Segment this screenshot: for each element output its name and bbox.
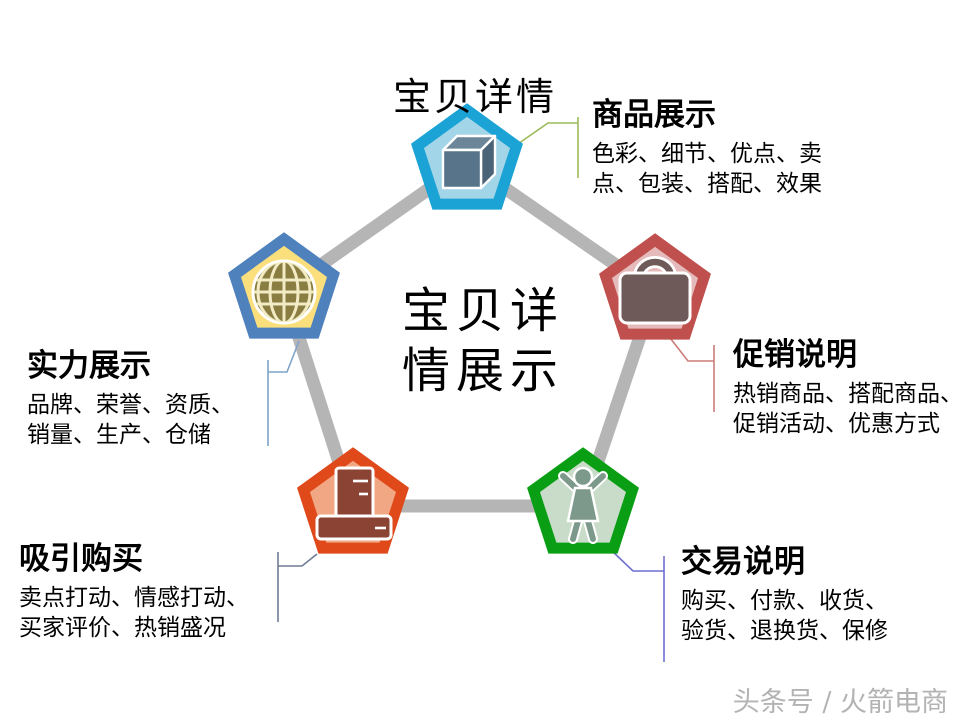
globe-icon <box>251 259 317 325</box>
center-label: 宝贝详 情展示 <box>368 281 598 401</box>
pentagon-promotion-notes <box>599 233 711 340</box>
watermark: 头条号 / 火箭电商 <box>732 687 948 718</box>
person-icon <box>558 466 608 544</box>
node-desc-line: 销量、生产、仓储 <box>27 422 211 448</box>
node-heading: 商品展示 <box>592 97 716 133</box>
callout-line-transaction-notes <box>610 549 665 662</box>
callout-line-promotion-notes <box>666 333 715 412</box>
node-desc-line: 买家评价、热销盛况 <box>19 615 226 641</box>
center-label-line1: 宝贝详 <box>401 283 564 339</box>
center-label-line2: 情展示 <box>401 343 564 399</box>
node-desc-line: 点、包装、搭配、效果 <box>592 171 822 197</box>
node-heading: 实力展示 <box>27 348 151 384</box>
callout-line-attract-purchase <box>277 552 318 622</box>
node-desc-line: 色彩、细节、优点、卖 <box>592 141 822 167</box>
node-desc-line: 品牌、荣誉、资质、 <box>27 392 234 418</box>
node-desc-line: 卖点打动、情感打动、 <box>19 585 249 611</box>
node-desc-line: 验货、退换货、保修 <box>681 618 888 644</box>
node-desc-line: 促销活动、优惠方式 <box>733 411 940 437</box>
callout-line-product-display <box>514 117 579 178</box>
node-heading: 促销说明 <box>733 337 857 373</box>
node-desc-line: 购买、付款、收货、 <box>681 588 888 614</box>
label-product-display: 商品展示 色彩、细节、优点、卖 点、包装、搭配、效果 <box>592 97 822 199</box>
label-promotion-notes: 促销说明 热销商品、搭配商品、 促销活动、优惠方式 <box>733 337 960 439</box>
pentagon-strength-display <box>228 232 340 339</box>
callout-line-strength-display <box>267 340 300 446</box>
label-attract-purchase: 吸引购买 卖点打动、情感打动、 买家评价、热销盛况 <box>19 541 249 643</box>
pentagon-transaction-notes <box>527 447 639 554</box>
pentagon-attract-purchase <box>297 447 409 554</box>
briefcase-icon <box>618 256 692 325</box>
node-heading: 交易说明 <box>681 544 805 580</box>
pentagon-product-display <box>411 103 523 210</box>
label-transaction-notes: 交易说明 购买、付款、收货、 验货、退换货、保修 <box>681 544 888 646</box>
diagram-title: 宝贝详情 <box>393 75 558 119</box>
desktop-icon <box>315 466 393 541</box>
node-heading: 吸引购买 <box>19 541 143 577</box>
label-strength-display: 实力展示 品牌、荣誉、资质、 销量、生产、仓储 <box>27 348 234 450</box>
node-desc-line: 热销商品、搭配商品、 <box>733 381 960 407</box>
cube-icon <box>441 134 497 190</box>
